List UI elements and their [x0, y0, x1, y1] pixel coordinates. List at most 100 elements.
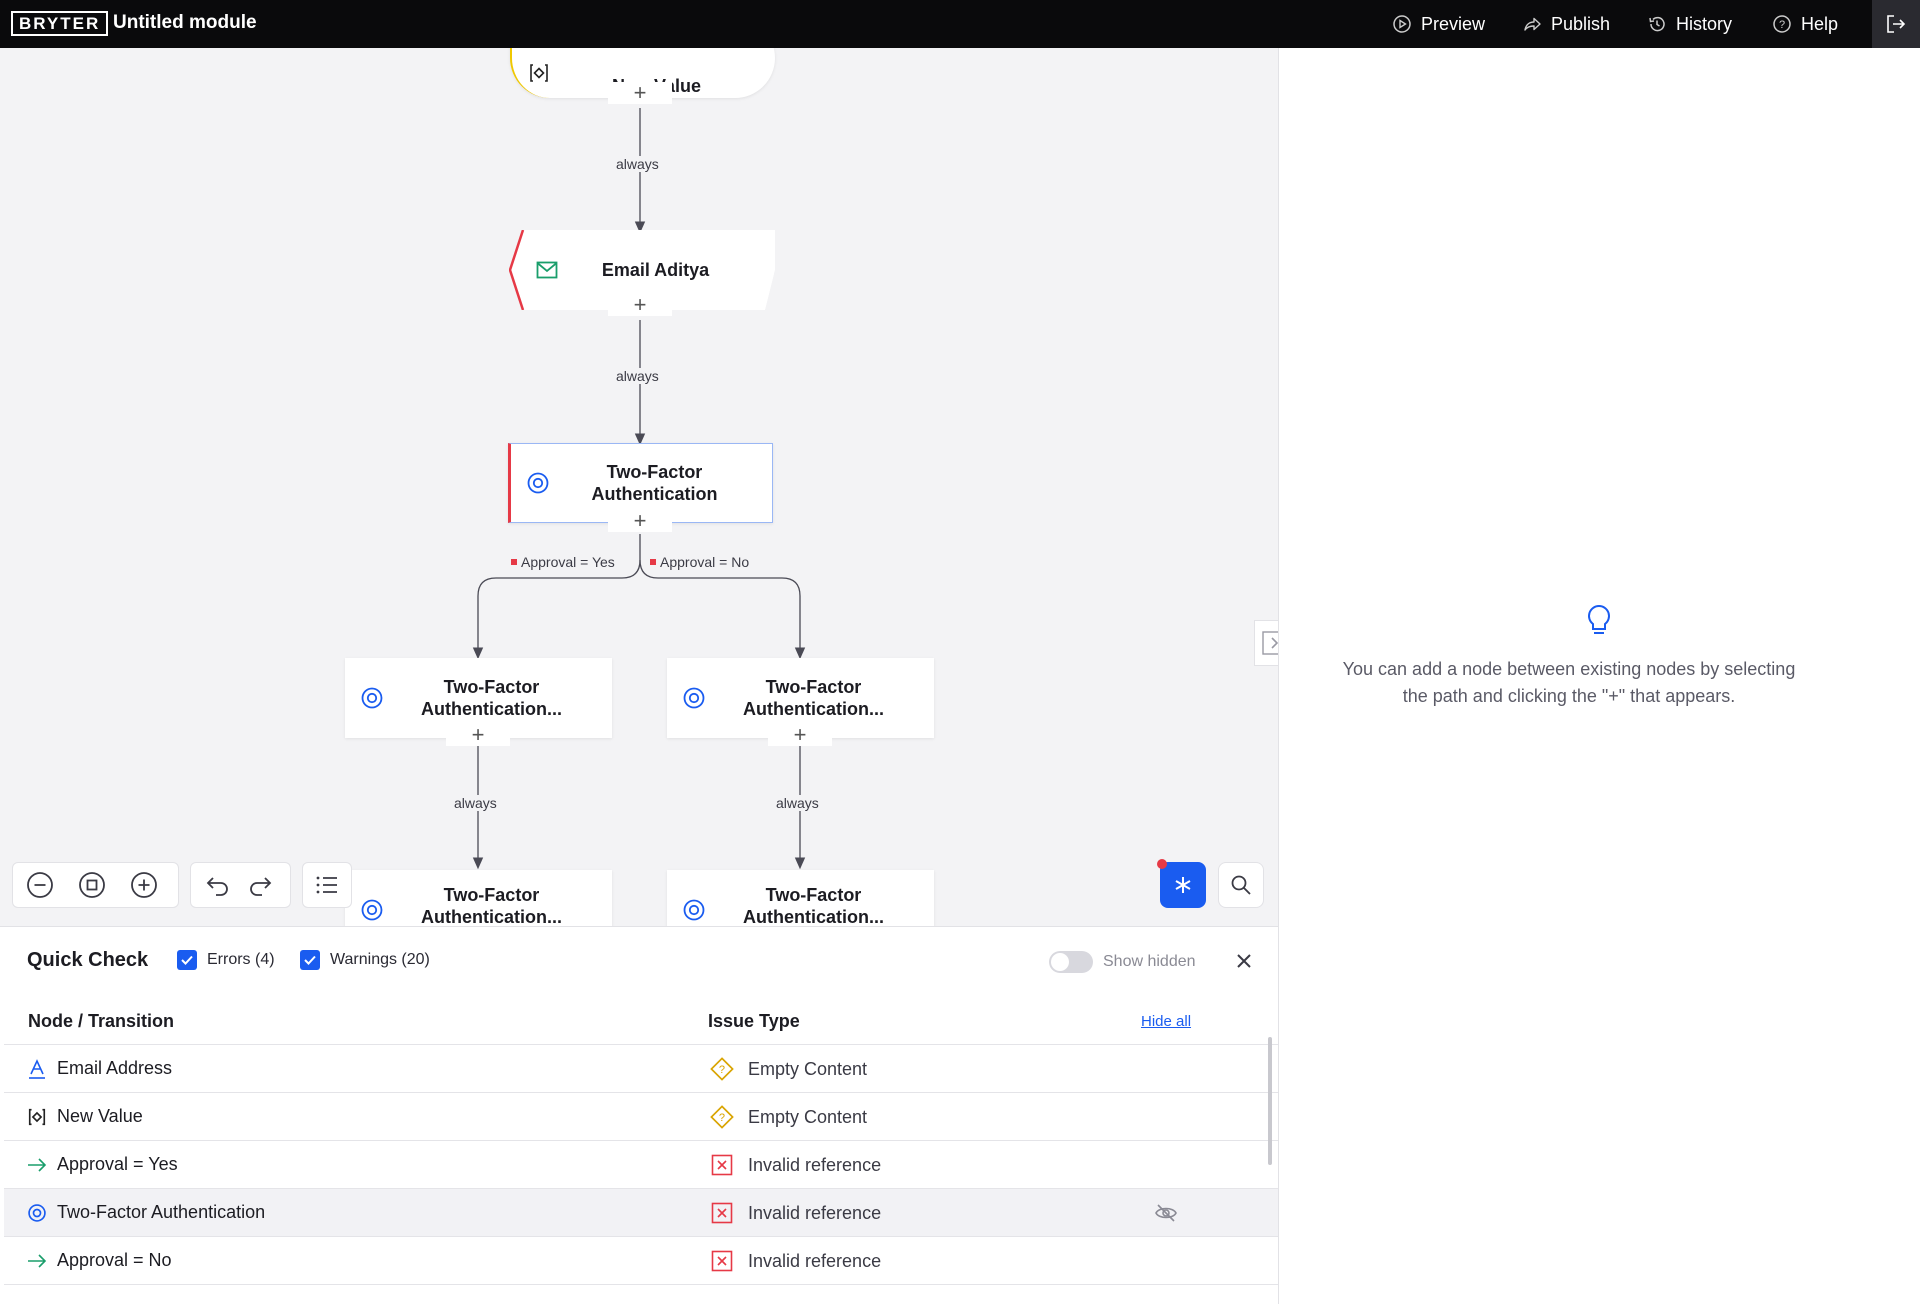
fit-view-icon	[79, 872, 105, 898]
top-bar: BRYTER Untitled module Preview Publish H…	[0, 0, 1920, 48]
module-title[interactable]: Untitled module	[113, 12, 257, 33]
close-quick-check-button[interactable]	[1230, 947, 1258, 975]
svg-text:?: ?	[1779, 19, 1785, 31]
condition-label-yes[interactable]: Approval = Yes	[511, 554, 615, 570]
row-node-name: Two-Factor Authentication	[57, 1202, 266, 1222]
search-icon	[1231, 875, 1251, 895]
edge-label-always[interactable]: always	[614, 368, 661, 384]
list-icon	[316, 876, 337, 894]
add-node-button[interactable]: +	[768, 724, 832, 746]
arrow-right-icon	[26, 1250, 48, 1272]
edge-label-always[interactable]: always	[774, 795, 821, 811]
target-icon	[359, 897, 385, 923]
undo-button[interactable]	[199, 866, 237, 904]
node-tfa-right-line2: Authentication...	[743, 699, 884, 719]
checkbox-checked-icon	[300, 950, 320, 970]
errors-filter-checkbox[interactable]: Errors (4)	[177, 950, 275, 970]
edge-approval-yes[interactable]	[472, 534, 641, 660]
show-hidden-toggle[interactable]: Show hidden	[1049, 951, 1196, 973]
node-email-aditya[interactable]: Email Aditya	[510, 230, 775, 310]
zoom-out-button[interactable]	[21, 866, 59, 904]
error-dot	[650, 559, 656, 565]
preview-label: Preview	[1421, 13, 1486, 34]
error-box-icon	[710, 1249, 734, 1273]
share-arrow-icon	[1524, 17, 1541, 31]
flow-canvas[interactable]: New Value + always Email Aditya + always…	[0, 48, 1278, 926]
target-icon	[681, 685, 707, 711]
target-icon	[26, 1202, 48, 1224]
warnings-filter-label: Warnings (20)	[330, 951, 430, 968]
node-tfa-left-line1: Two-Factor	[443, 677, 540, 697]
condition-no-text: Approval = No	[660, 554, 750, 570]
help-label: Help	[1801, 13, 1839, 34]
lightbulb-icon	[1588, 604, 1610, 634]
new-value-icon	[526, 60, 552, 86]
edge-label-always[interactable]: always	[452, 795, 499, 811]
toggle-switch[interactable]	[1049, 951, 1093, 973]
quick-check-panel: Quick Check Errors (4) Warnings (20) Sho…	[0, 926, 1278, 1304]
node-two-factor-auth[interactable]: Two-Factor Authentication	[508, 443, 773, 523]
search-canvas-button[interactable]	[1218, 862, 1264, 908]
table-row[interactable]: Two-Factor Authentication Invalid refere…	[4, 1188, 1278, 1236]
edge-approval-no[interactable]	[639, 559, 806, 660]
exit-button[interactable]	[1872, 0, 1920, 48]
redo-icon	[250, 877, 272, 896]
condition-label-no[interactable]: Approval = No	[650, 554, 749, 570]
condition-yes-text: Approval = Yes	[521, 554, 615, 570]
error-marker	[509, 230, 525, 310]
node-tfa-br-line1: Two-Factor	[765, 885, 862, 905]
row-issue-type: Empty Content	[748, 1107, 868, 1127]
warning-diamond-icon: ?	[710, 1057, 734, 1081]
node-tfa-bl-line1: Two-Factor	[443, 885, 540, 905]
redo-button[interactable]	[241, 866, 279, 904]
target-icon	[681, 897, 707, 923]
add-node-button[interactable]: +	[446, 724, 510, 746]
notification-dot	[1157, 859, 1167, 869]
row-node-name: Approval = Yes	[57, 1154, 178, 1174]
outline-list-button[interactable]	[308, 866, 346, 904]
column-header-issue[interactable]: Issue Type	[708, 1011, 800, 1031]
error-box-icon	[710, 1201, 734, 1225]
node-tfa-left-line2: Authentication...	[421, 699, 562, 719]
text-a-icon	[26, 1058, 48, 1080]
node-email-label: Email Aditya	[601, 260, 710, 280]
new-value-icon	[26, 1106, 48, 1128]
zoom-in-icon	[131, 872, 157, 898]
node-tfa-label-line2: Authentication	[591, 484, 718, 504]
hide-eye-icon[interactable]	[1154, 1201, 1178, 1225]
help-button[interactable]: ? Help	[1772, 12, 1838, 36]
table-row[interactable]: New Value ? Empty Content	[4, 1092, 1278, 1140]
table-row[interactable]: Email Address ? Empty Content	[4, 1044, 1278, 1092]
bryter-logo[interactable]: BRYTER	[11, 11, 109, 36]
add-node-button[interactable]: +	[608, 510, 672, 532]
publish-label: Publish	[1551, 13, 1611, 34]
list-toolbar	[302, 862, 352, 908]
quick-check-scrollbar[interactable]	[1268, 1037, 1272, 1165]
node-tfa-bottom-right[interactable]: Two-Factor Authentication...	[667, 870, 934, 926]
table-row-partial[interactable]	[4, 1284, 1278, 1304]
publish-button[interactable]: Publish	[1522, 12, 1610, 36]
history-label: History	[1676, 13, 1733, 34]
checkbox-checked-icon	[177, 950, 197, 970]
quick-check-button[interactable]	[1160, 862, 1206, 908]
target-icon	[525, 470, 551, 496]
node-tfa-bottom-left[interactable]: Two-Factor Authentication...	[345, 870, 612, 926]
fit-view-button[interactable]	[73, 866, 111, 904]
play-circle-icon	[1393, 15, 1411, 33]
warnings-filter-checkbox[interactable]: Warnings (20)	[300, 950, 430, 970]
zoom-in-button[interactable]	[125, 866, 163, 904]
table-row[interactable]: Approval = No Invalid reference	[4, 1236, 1278, 1284]
hide-all-link[interactable]: Hide all	[1141, 1013, 1192, 1030]
zoom-toolbar	[12, 862, 179, 908]
zoom-out-icon	[27, 872, 53, 898]
table-row[interactable]: Approval = Yes Invalid reference	[4, 1140, 1278, 1188]
add-node-button[interactable]: +	[608, 294, 672, 316]
empty-panel-hint: You can add a node between existing node…	[1342, 659, 1796, 706]
column-header-node[interactable]: Node / Transition	[28, 1011, 175, 1031]
target-icon	[359, 685, 385, 711]
preview-button[interactable]: Preview	[1392, 12, 1485, 36]
edge-label-always[interactable]: always	[614, 156, 661, 172]
warning-diamond-icon: ?	[710, 1105, 734, 1129]
history-button[interactable]: History	[1647, 12, 1732, 36]
add-node-button[interactable]: +	[608, 82, 672, 104]
